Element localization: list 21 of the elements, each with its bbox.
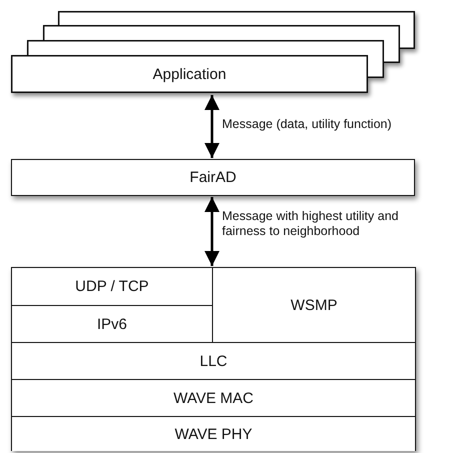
- layer-label: IPv6: [96, 316, 127, 332]
- protocol-layer-box: [12, 380, 415, 417]
- layer-box: [11, 159, 415, 196]
- layer-label: Application: [152, 64, 228, 84]
- layer-label: LLC: [200, 352, 228, 370]
- protocol-stack-box: [11, 267, 416, 451]
- arrow: [204, 95, 220, 158]
- protocol-layer-box: [12, 343, 415, 380]
- stacked-boxes: [11, 11, 415, 94]
- layer-label: FairAD: [190, 169, 236, 186]
- protocol-layer-box: [12, 268, 213, 306]
- layer-label: WAVE MAC: [173, 390, 254, 406]
- arrow: [204, 197, 220, 266]
- layer-label: WAVE PHY: [174, 426, 252, 442]
- layer-label: WSMP: [290, 296, 338, 314]
- protocol-layer-box: [213, 268, 415, 343]
- layer-label: UDP / TCP: [75, 278, 149, 295]
- edge-label: Message (data, utility function): [222, 117, 392, 132]
- edge-label: Message with highest utility and fairness to neighborhood: [222, 209, 400, 239]
- protocol-layer-box: [12, 306, 213, 343]
- protocol-layer-box: [12, 417, 415, 451]
